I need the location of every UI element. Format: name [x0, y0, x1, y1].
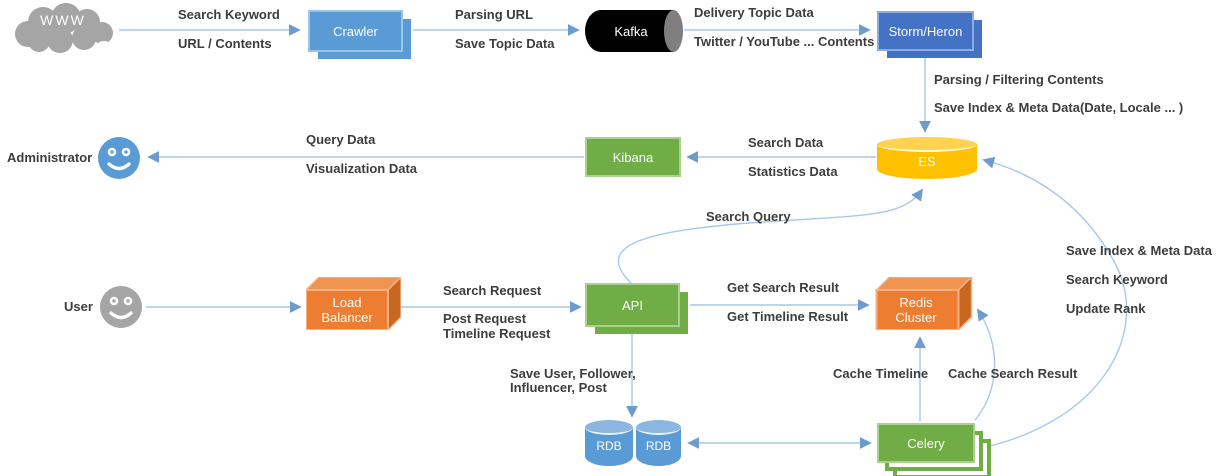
label-visualization-data: Visualization Data	[306, 161, 418, 176]
edge-celery-es-curve	[982, 156, 1128, 447]
edge-api-es-curve	[618, 188, 924, 286]
label-influencer-post: Influencer, Post	[510, 380, 607, 395]
user-label: User	[64, 299, 93, 314]
es-label: ES	[918, 153, 936, 169]
administrator-label: Administrator	[7, 150, 93, 165]
label-search-request: Search Request	[443, 283, 542, 298]
rdb1-label: RDB	[596, 439, 622, 453]
label-url-contents: URL / Contents	[178, 36, 272, 51]
label-search-query: Search Query	[706, 209, 791, 224]
crawler-label: Crawler	[333, 23, 378, 39]
label-search-data: Search Data	[748, 135, 824, 150]
label-search-keyword: Search Keyword	[178, 7, 280, 22]
celery-label: Celery	[907, 435, 945, 451]
label-cache-timeline: Cache Timeline	[833, 366, 929, 381]
label-query-data: Query Data	[306, 132, 376, 147]
api-label: API	[622, 297, 643, 313]
rdb2-cylinder-top	[636, 420, 681, 435]
label-get-search-result: Get Search Result	[727, 280, 839, 295]
rdb1-cylinder-top	[585, 420, 633, 435]
label-twitter-youtube-contents: Twitter / YouTube ... Contents	[694, 34, 875, 49]
node-kafka: Kafka	[585, 10, 683, 52]
label-statistics-data: Statistics Data	[748, 164, 838, 179]
www-label: WWW	[40, 12, 86, 28]
node-crawler: Crawler	[308, 10, 411, 59]
label-post-request: Post Request	[443, 311, 527, 326]
load-balancer-label: Load Balancer	[321, 295, 373, 325]
label-cache-search-result: Cache Search Result	[948, 366, 1078, 381]
label-parsing-url: Parsing URL	[455, 7, 534, 22]
kibana-label: Kibana	[612, 149, 654, 165]
edge-celery-redis-curve	[974, 308, 996, 421]
label-get-timeline-result: Get Timeline Result	[727, 309, 849, 324]
kafka-label: Kafka	[614, 23, 648, 39]
node-es: ES	[877, 137, 977, 179]
label-timeline-request: Timeline Request	[443, 326, 551, 341]
user-avatar-icon	[99, 285, 143, 329]
node-load-balancer: Load Balancer	[306, 277, 401, 330]
label-search-keyword-2: Search Keyword	[1066, 272, 1168, 287]
node-celery: Celery	[877, 423, 975, 463]
node-kibana: Kibana	[585, 137, 681, 177]
administrator-avatar-icon	[97, 136, 141, 180]
redis-cluster-label: Redis Cluster	[895, 295, 937, 325]
label-delivery-topic-data: Delivery Topic Data	[694, 5, 814, 20]
label-save-topic-data: Save Topic Data	[455, 36, 555, 51]
node-redis-cluster: Redis Cluster	[875, 277, 973, 330]
node-api: API	[585, 283, 688, 334]
node-storm-heron: Storm/Heron	[877, 11, 982, 58]
label-save-user-follower: Save User, Follower,	[510, 366, 636, 381]
node-rdb-1: RDB	[585, 420, 633, 466]
label-update-rank: Update Rank	[1066, 301, 1146, 316]
storm-label: Storm/Heron	[888, 23, 963, 39]
kafka-cylinder-cap	[664, 10, 683, 52]
rdb2-label: RDB	[645, 439, 672, 453]
label-save-index-meta-data: Save Index & Meta Data	[1066, 243, 1212, 258]
es-cylinder-top	[877, 137, 977, 152]
www-cloud-icon: WWW	[8, 3, 118, 59]
label-parsing-filtering-contents: Parsing / Filtering Contents	[934, 72, 1104, 87]
label-save-index-meta-data-date: Save Index & Meta Data(Date, Locale ... …	[934, 100, 1184, 115]
node-rdb-2: RDB	[636, 420, 681, 466]
